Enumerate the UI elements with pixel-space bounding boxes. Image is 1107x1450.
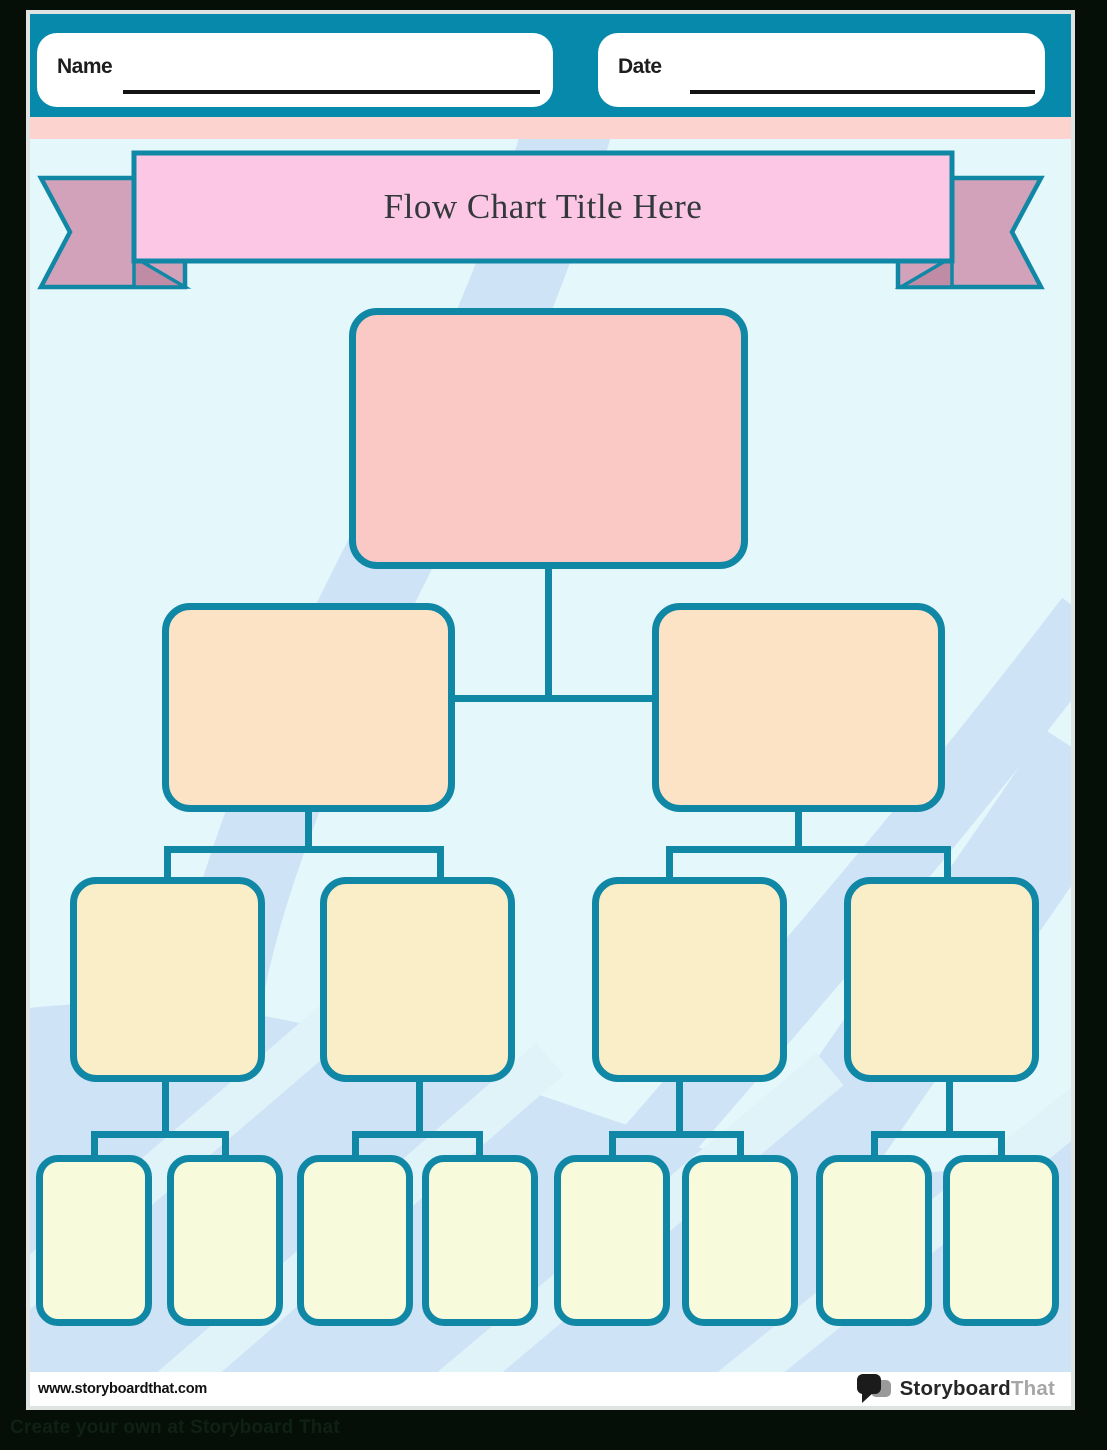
- connector-line: [874, 1131, 1001, 1138]
- pink-divider-strip: [30, 117, 1071, 139]
- connector-line: [545, 569, 552, 702]
- footer-strip: www.storyboardthat.com StoryboardThat: [30, 1372, 1071, 1406]
- logo-text-secondary: That: [1010, 1377, 1055, 1400]
- connector-line: [222, 1131, 229, 1155]
- connector-line: [666, 846, 673, 877]
- worksheet-page: Name Date Flow Chart: [26, 10, 1075, 1410]
- logo-text: StoryboardThat: [900, 1377, 1055, 1401]
- connector-line: [167, 846, 444, 853]
- connector-line: [162, 1082, 169, 1131]
- logo-text-primary: Storyboard: [899, 1377, 1011, 1400]
- flow-node-level3[interactable]: [70, 877, 265, 1082]
- flow-chart-title[interactable]: Flow Chart Title Here: [383, 187, 703, 226]
- flow-node-level4[interactable]: [943, 1155, 1059, 1326]
- connector-line: [998, 1131, 1005, 1155]
- flow-node-level3[interactable]: [592, 877, 787, 1082]
- name-label: Name: [57, 55, 113, 78]
- connector-line: [609, 1131, 616, 1155]
- header-band: Name Date: [30, 14, 1071, 117]
- flow-node-level4[interactable]: [167, 1155, 283, 1326]
- connector-line: [416, 1082, 423, 1131]
- flow-node-level3[interactable]: [320, 877, 515, 1082]
- connector-line: [669, 846, 951, 853]
- flow-node-level2[interactable]: [162, 603, 455, 812]
- name-field-box[interactable]: Name: [37, 33, 553, 107]
- flow-node-level1[interactable]: [349, 308, 748, 569]
- connector-line: [452, 695, 655, 702]
- date-write-in-line[interactable]: [690, 90, 1035, 94]
- ribbon-banner: [131, 150, 955, 264]
- ribbon-fold-left: [132, 253, 192, 289]
- connector-line: [612, 1131, 740, 1138]
- connector-line: [795, 812, 802, 853]
- connector-line: [164, 846, 171, 877]
- flow-node-level4[interactable]: [297, 1155, 413, 1326]
- ribbon-fold-right: [894, 253, 954, 289]
- connector-line: [437, 846, 444, 877]
- connector-line: [737, 1131, 744, 1155]
- date-label: Date: [618, 55, 662, 78]
- connector-line: [944, 846, 951, 877]
- flow-node-level2[interactable]: [652, 603, 945, 812]
- connector-line: [676, 1082, 683, 1131]
- name-write-in-line[interactable]: [123, 90, 540, 94]
- website-url: www.storyboardthat.com: [38, 1381, 208, 1397]
- date-field-box[interactable]: Date: [598, 33, 1045, 107]
- connector-line: [91, 1131, 98, 1155]
- flow-node-level4[interactable]: [36, 1155, 152, 1326]
- connector-line: [355, 1131, 480, 1138]
- flow-node-level4[interactable]: [682, 1155, 798, 1326]
- connector-line: [946, 1082, 953, 1131]
- title-ribbon: [37, 150, 1045, 290]
- flow-node-level3[interactable]: [844, 877, 1039, 1082]
- flow-node-level4[interactable]: [816, 1155, 932, 1326]
- connector-line: [871, 1131, 878, 1155]
- connector-line: [94, 1131, 225, 1138]
- flow-node-level4[interactable]: [422, 1155, 538, 1326]
- connector-line: [476, 1131, 483, 1155]
- bottom-bar-caption: Create your own at Storyboard That: [10, 1417, 340, 1438]
- flow-node-level4[interactable]: [554, 1155, 670, 1326]
- flowchart-canvas: Flow Chart Title Here: [30, 139, 1071, 1372]
- speech-bubbles-icon: [856, 1374, 893, 1403]
- connector-line: [305, 812, 312, 853]
- storyboardthat-logo: StoryboardThat: [856, 1374, 1055, 1404]
- connector-line: [352, 1131, 359, 1155]
